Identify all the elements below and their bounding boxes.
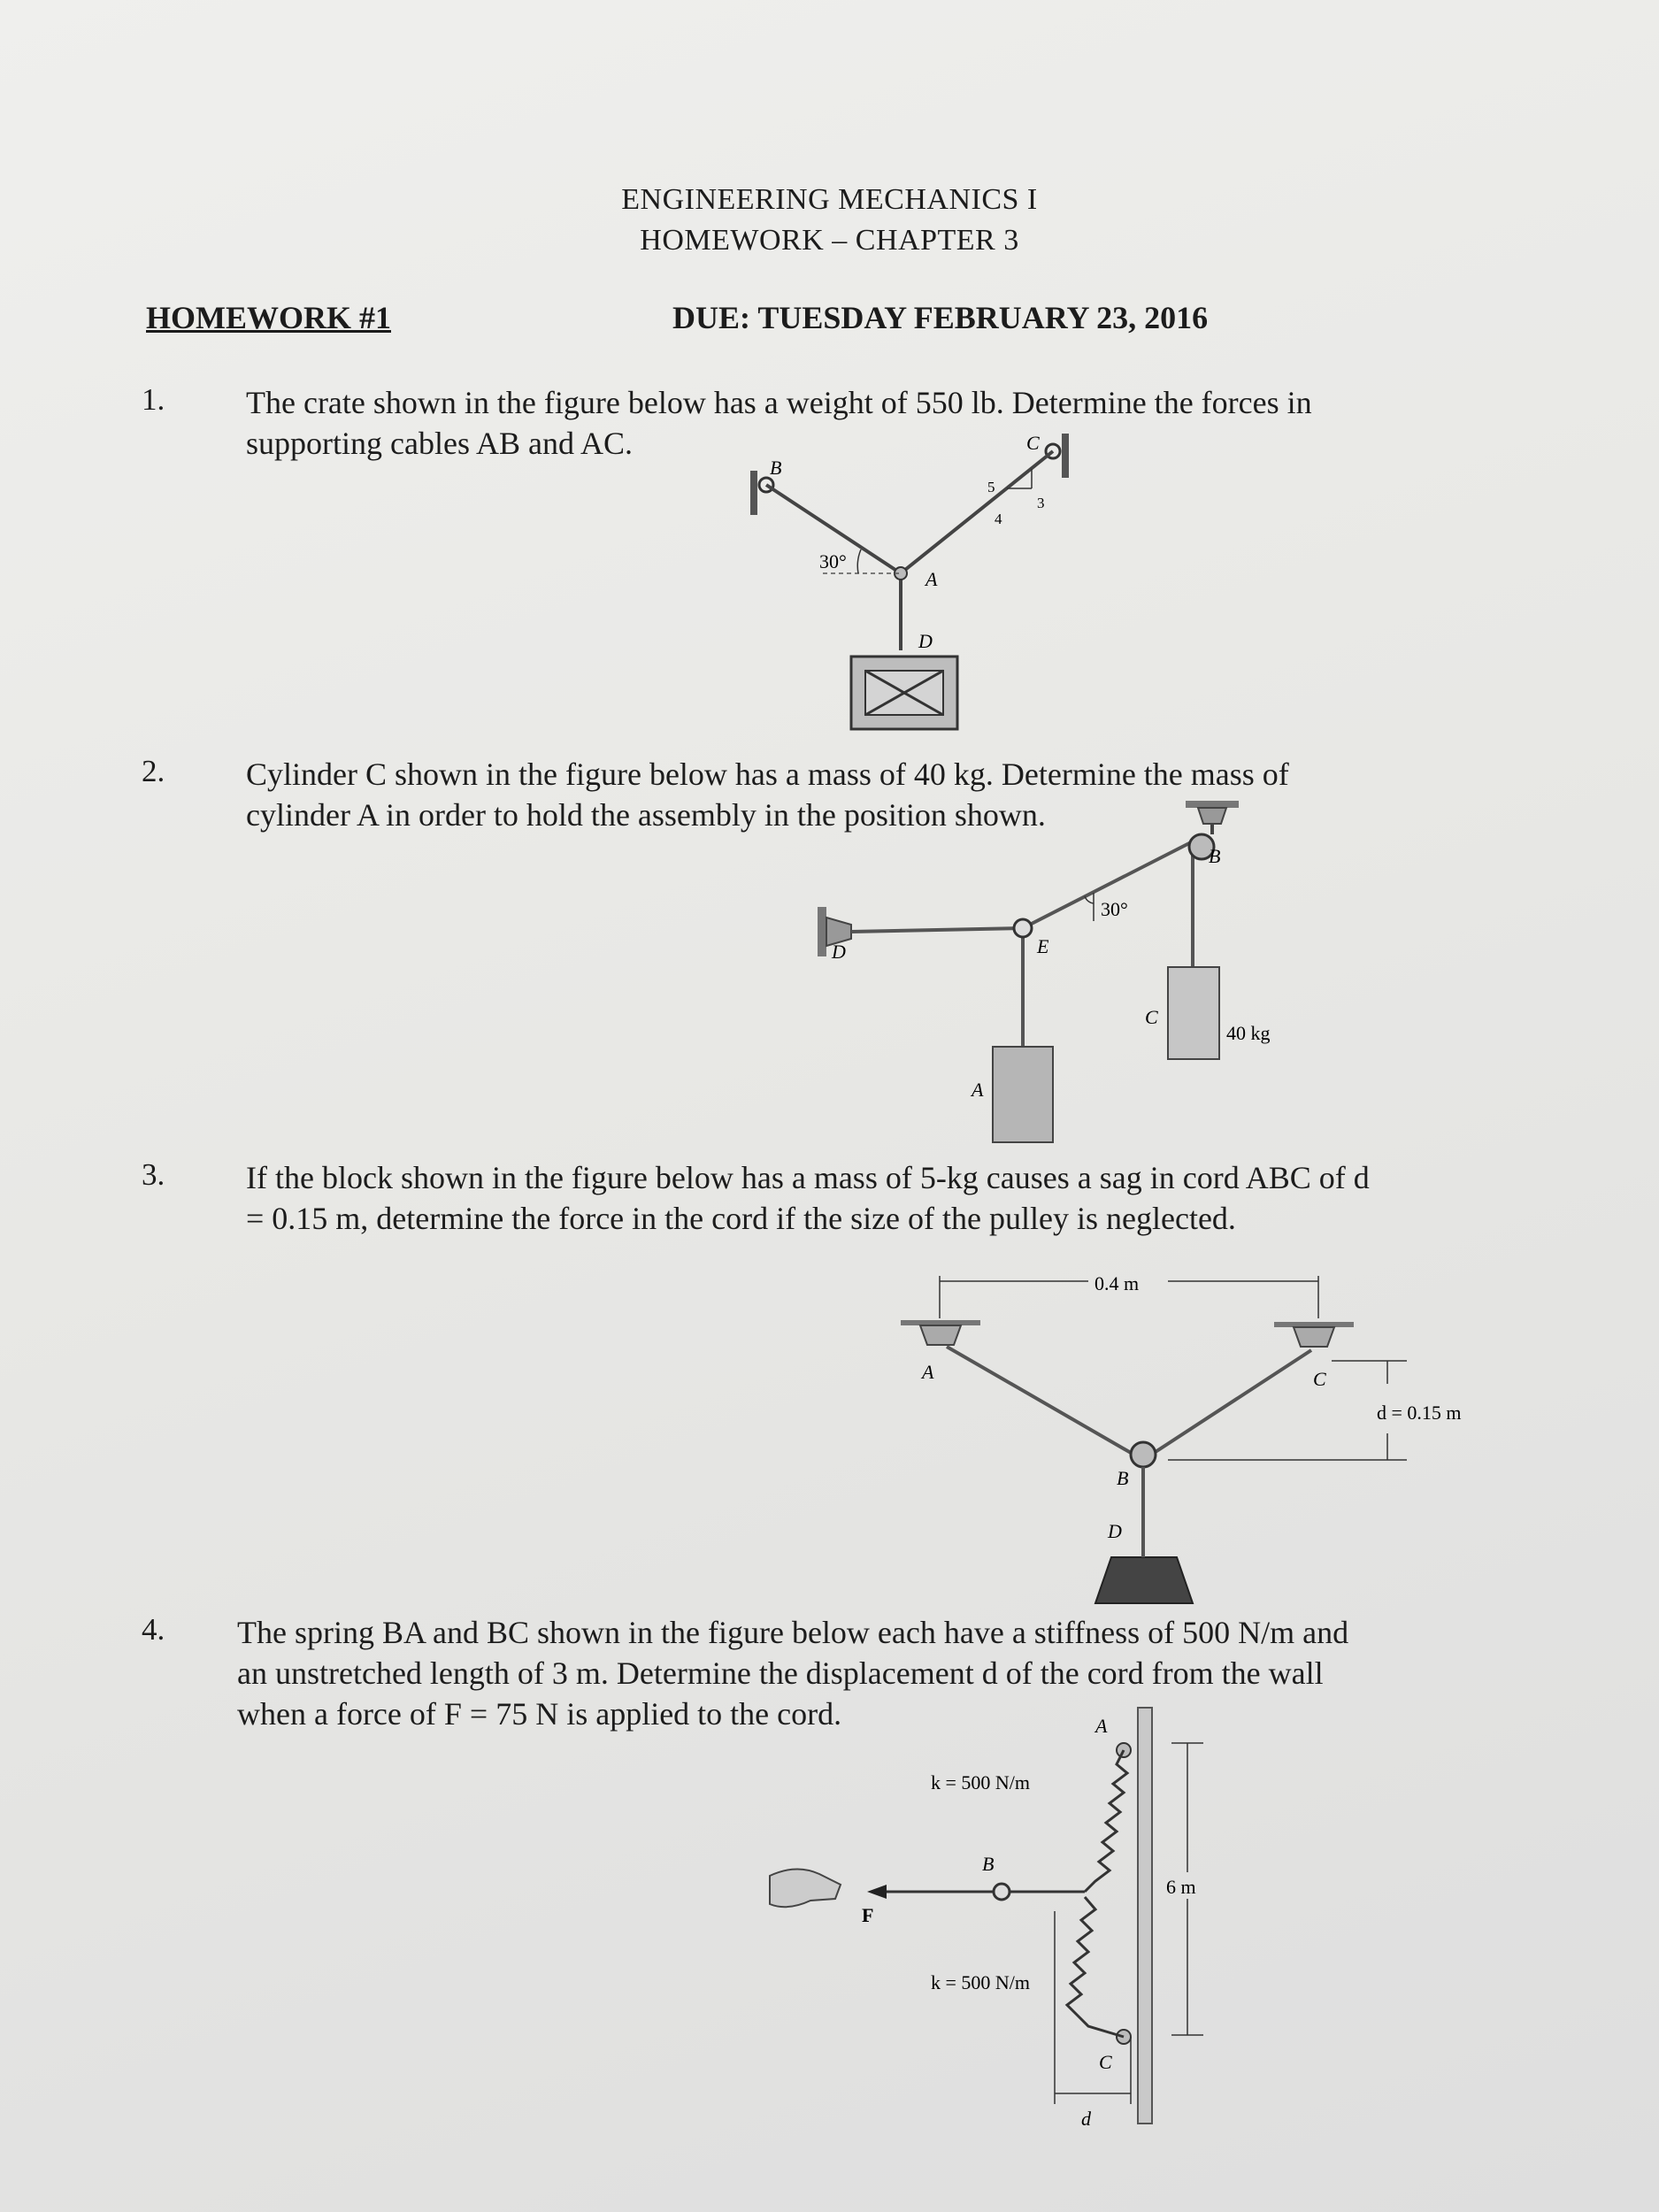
support-d — [818, 907, 852, 956]
problem-2-line-1: Cylinder C shown in the figure below has… — [246, 757, 1289, 792]
problem-3-number: 3. — [142, 1157, 165, 1192]
problem-3-text: If the block shown in the figure below h… — [246, 1157, 1370, 1239]
cylinder-a — [992, 1046, 1054, 1143]
label-span: 0.4 m — [1094, 1272, 1139, 1294]
label-d: d — [1081, 2108, 1092, 2130]
label-b: B — [770, 457, 781, 479]
problem-4-line-2: an unstretched length of 3 m. Determine … — [237, 1655, 1324, 1691]
label-mass: 40 kg — [1226, 1022, 1271, 1044]
slope-triangle — [1007, 469, 1033, 489]
displacement-dimension — [1054, 1911, 1132, 2104]
ceiling-support — [1186, 801, 1239, 834]
problem-1-figure: B C A D 30° 5 3 4 — [726, 425, 1097, 743]
label-d: D — [831, 941, 846, 963]
problem-4-figure: A k = 500 N/m B F 6 m k = 500 N/m C d — [734, 1707, 1230, 2141]
label-e: E — [1036, 935, 1049, 957]
cable-ab — [764, 483, 902, 575]
problem-2-text: Cylinder C shown in the figure below has… — [246, 754, 1289, 835]
label-slope-run: 4 — [995, 511, 1002, 527]
support-c — [1274, 1322, 1354, 1348]
support-a — [901, 1320, 980, 1346]
label-d: D — [1107, 1520, 1122, 1542]
homework-number: HOMEWORK #1 — [146, 300, 391, 335]
spring-ab — [1083, 1749, 1130, 1893]
label-a: A — [1094, 1715, 1108, 1737]
block — [1094, 1556, 1194, 1604]
force-arrow — [867, 1885, 887, 1899]
cable-de — [850, 926, 1024, 933]
cable-ac — [899, 449, 1055, 575]
cord-ab — [946, 1345, 1144, 1462]
angle-arc — [856, 549, 862, 574]
angle-arc — [1084, 895, 1094, 904]
due-date: DUE: TUESDAY FEBRUARY 23, 2016 — [672, 300, 1209, 335]
problem-2-number: 2. — [142, 754, 165, 788]
problem-4-line-1: The spring BA and BC shown in the figure… — [237, 1615, 1349, 1650]
problem-2-line-2: cylinder A in order to hold the assembly… — [246, 797, 1046, 833]
label-b: B — [982, 1853, 994, 1875]
pulley-b — [1187, 833, 1216, 861]
label-d: D — [918, 630, 933, 652]
problem-3-figure: 0.4 m A C B D d = 0.15 m — [885, 1256, 1504, 1610]
course-title: ENGINEERING MECHANICS I — [621, 183, 1038, 216]
wall — [1137, 1707, 1153, 2124]
problem-3-line-1: If the block shown in the figure below h… — [246, 1160, 1370, 1195]
cylinder-c — [1167, 966, 1220, 1060]
problem-4-number: 4. — [142, 1612, 165, 1647]
height-dimension — [1171, 1742, 1203, 2036]
label-height: 6 m — [1166, 1876, 1196, 1898]
label-c: C — [1145, 1006, 1158, 1028]
label-sag: d = 0.15 m — [1377, 1402, 1462, 1424]
problem-3-line-2: = 0.15 m, determine the force in the cor… — [246, 1201, 1236, 1236]
crate — [849, 655, 959, 731]
support-c — [1044, 434, 1069, 478]
label-angle: 30° — [1101, 898, 1128, 920]
label-k-bottom: k = 500 N/m — [931, 1971, 1030, 1993]
problem-1-number: 1. — [142, 382, 165, 417]
sag-dimension — [1168, 1360, 1407, 1461]
chapter-subtitle: HOMEWORK – CHAPTER 3 — [640, 224, 1019, 257]
problem-1-text: The crate shown in the figure below has … — [246, 382, 1312, 464]
label-f: F — [862, 1904, 873, 1926]
problem-1-line-2: supporting cables AB and AC. — [246, 426, 633, 461]
hand-icon — [769, 1868, 842, 1909]
pulley-b — [1129, 1440, 1157, 1469]
cord-bc — [1141, 1348, 1313, 1462]
label-slope-rise: 3 — [1037, 495, 1045, 511]
label-a: A — [970, 1079, 984, 1101]
problem-4-line-3: when a force of F = 75 N is applied to t… — [237, 1696, 842, 1732]
label-c: C — [1313, 1368, 1326, 1390]
ring-e — [1012, 918, 1033, 939]
ring-b — [992, 1882, 1011, 1901]
label-a: A — [920, 1361, 934, 1383]
label-slope-hyp: 5 — [987, 479, 995, 495]
problem-1-line-1: The crate shown in the figure below has … — [246, 385, 1312, 420]
support-b — [750, 471, 775, 515]
label-b: B — [1117, 1467, 1128, 1489]
problem-4-text: The spring BA and BC shown in the figure… — [237, 1612, 1348, 1734]
label-c: C — [1099, 2051, 1112, 2073]
span-dimension — [939, 1276, 1319, 1318]
label-k-top: k = 500 N/m — [931, 1771, 1030, 1793]
problem-2-figure: B D E A C 30° 40 kg — [805, 792, 1301, 1155]
label-a: A — [924, 568, 938, 590]
label-b: B — [1209, 845, 1220, 867]
label-angle: 30° — [819, 550, 847, 572]
cable-eb — [1022, 840, 1194, 930]
spring-bc — [1064, 1896, 1125, 2039]
label-c: C — [1026, 432, 1040, 454]
